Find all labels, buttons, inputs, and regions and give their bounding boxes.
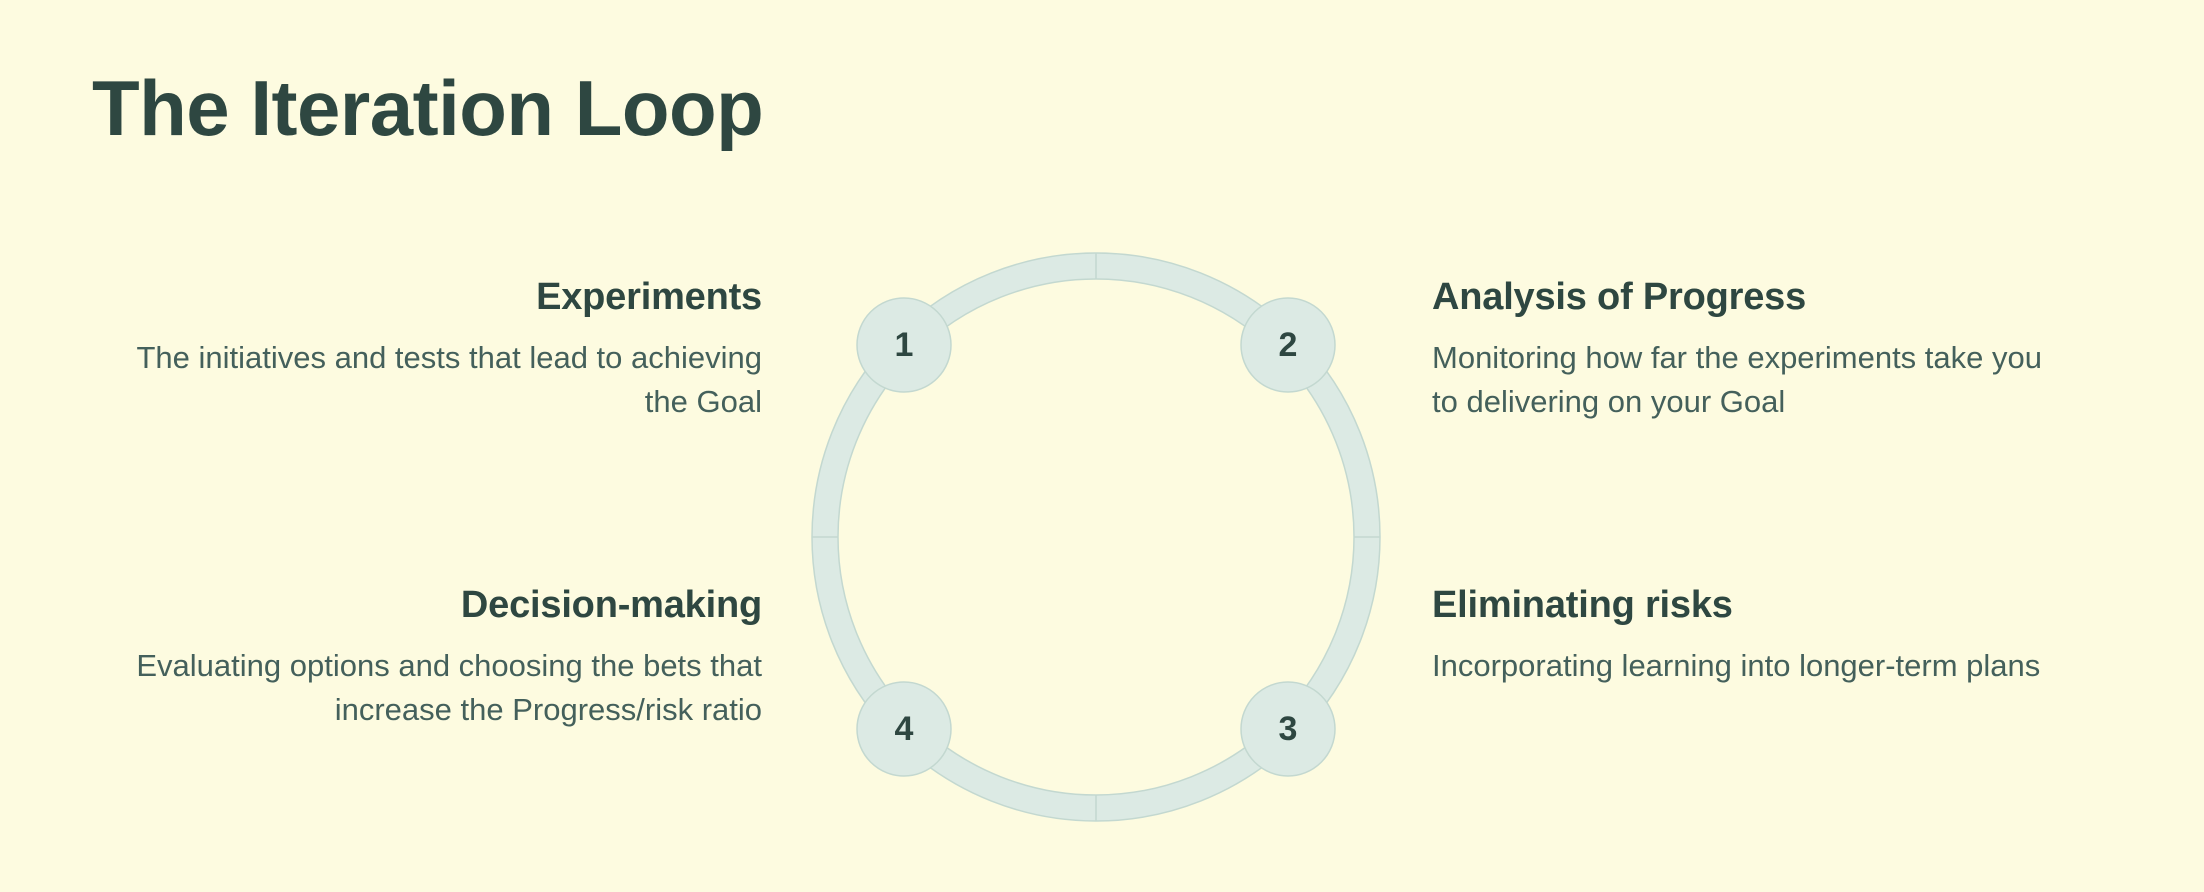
loop-node-1[interactable]: 1 bbox=[856, 297, 952, 393]
loop-node-4-number: 4 bbox=[895, 710, 914, 748]
loop-node-1-number: 1 bbox=[895, 326, 914, 364]
step-heading-decision-making: Decision-making bbox=[460, 584, 762, 626]
step-body-eliminating-risks: Incorporating learning into longer-term … bbox=[1432, 647, 2041, 683]
loop-node-4[interactable]: 4 bbox=[856, 681, 952, 777]
loop-node-2[interactable]: 2 bbox=[1240, 297, 1336, 393]
step-block-eliminating-risks: Eliminating risks Incorporating learning… bbox=[1432, 584, 2072, 688]
step-body-analysis-of-progress: Monitoring how far the experiments take … bbox=[1432, 339, 2042, 419]
loop-node-3-number: 3 bbox=[1279, 710, 1298, 748]
step-body-decision-making: Evaluating options and choosing the bets… bbox=[136, 647, 762, 727]
page-title: The Iteration Loop bbox=[92, 64, 764, 152]
step-block-analysis-of-progress: Analysis of Progress Monitoring how far … bbox=[1432, 276, 2072, 424]
iteration-loop-diagram: 1 2 3 4 bbox=[796, 237, 1396, 837]
step-heading-analysis-of-progress: Analysis of Progress bbox=[1432, 276, 1807, 318]
loop-node-2-number: 2 bbox=[1279, 326, 1298, 364]
step-heading-eliminating-risks: Eliminating risks bbox=[1432, 584, 1733, 626]
loop-node-3-circle[interactable] bbox=[1240, 681, 1336, 777]
step-body-experiments: The initiatives and tests that lead to a… bbox=[136, 339, 762, 419]
step-block-experiments: Experiments The initiatives and tests th… bbox=[122, 276, 762, 424]
step-heading-experiments: Experiments bbox=[536, 276, 762, 318]
loop-node-2-circle[interactable] bbox=[1240, 297, 1336, 393]
loop-node-3[interactable]: 3 bbox=[1240, 681, 1336, 777]
loop-node-1-circle[interactable] bbox=[856, 297, 952, 393]
loop-node-4-circle[interactable] bbox=[856, 681, 952, 777]
step-block-decision-making: Decision-making Evaluating options and c… bbox=[122, 584, 762, 732]
